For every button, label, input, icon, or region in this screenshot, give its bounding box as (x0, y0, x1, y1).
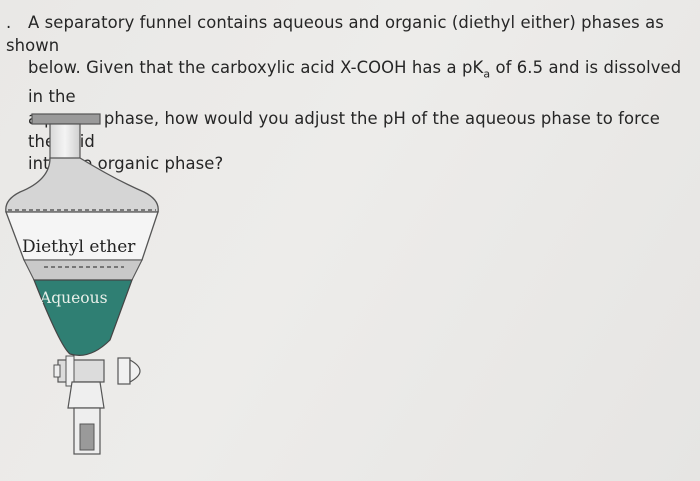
separatory-funnel-diagram: Diethyl ether Aqueous (5, 113, 159, 455)
question-line-1: A separatory funnel contains aqueous and… (6, 13, 664, 55)
ether-lower-band (23, 259, 143, 281)
aqueous-layer (33, 279, 133, 356)
bullet-marker: . (6, 13, 12, 32)
pka-subscript: a (483, 67, 491, 81)
diethyl-ether-label: Diethyl ether (22, 237, 136, 257)
funnel-stem (67, 381, 105, 455)
funnel-bulb (5, 157, 159, 213)
stopper (31, 113, 101, 161)
question-line-2b: of 6.5 and is dissolved in the (28, 58, 682, 106)
question-line-2a: below. Given that the carboxylic acid X-… (28, 58, 484, 77)
aqueous-label: Aqueous (39, 289, 108, 307)
